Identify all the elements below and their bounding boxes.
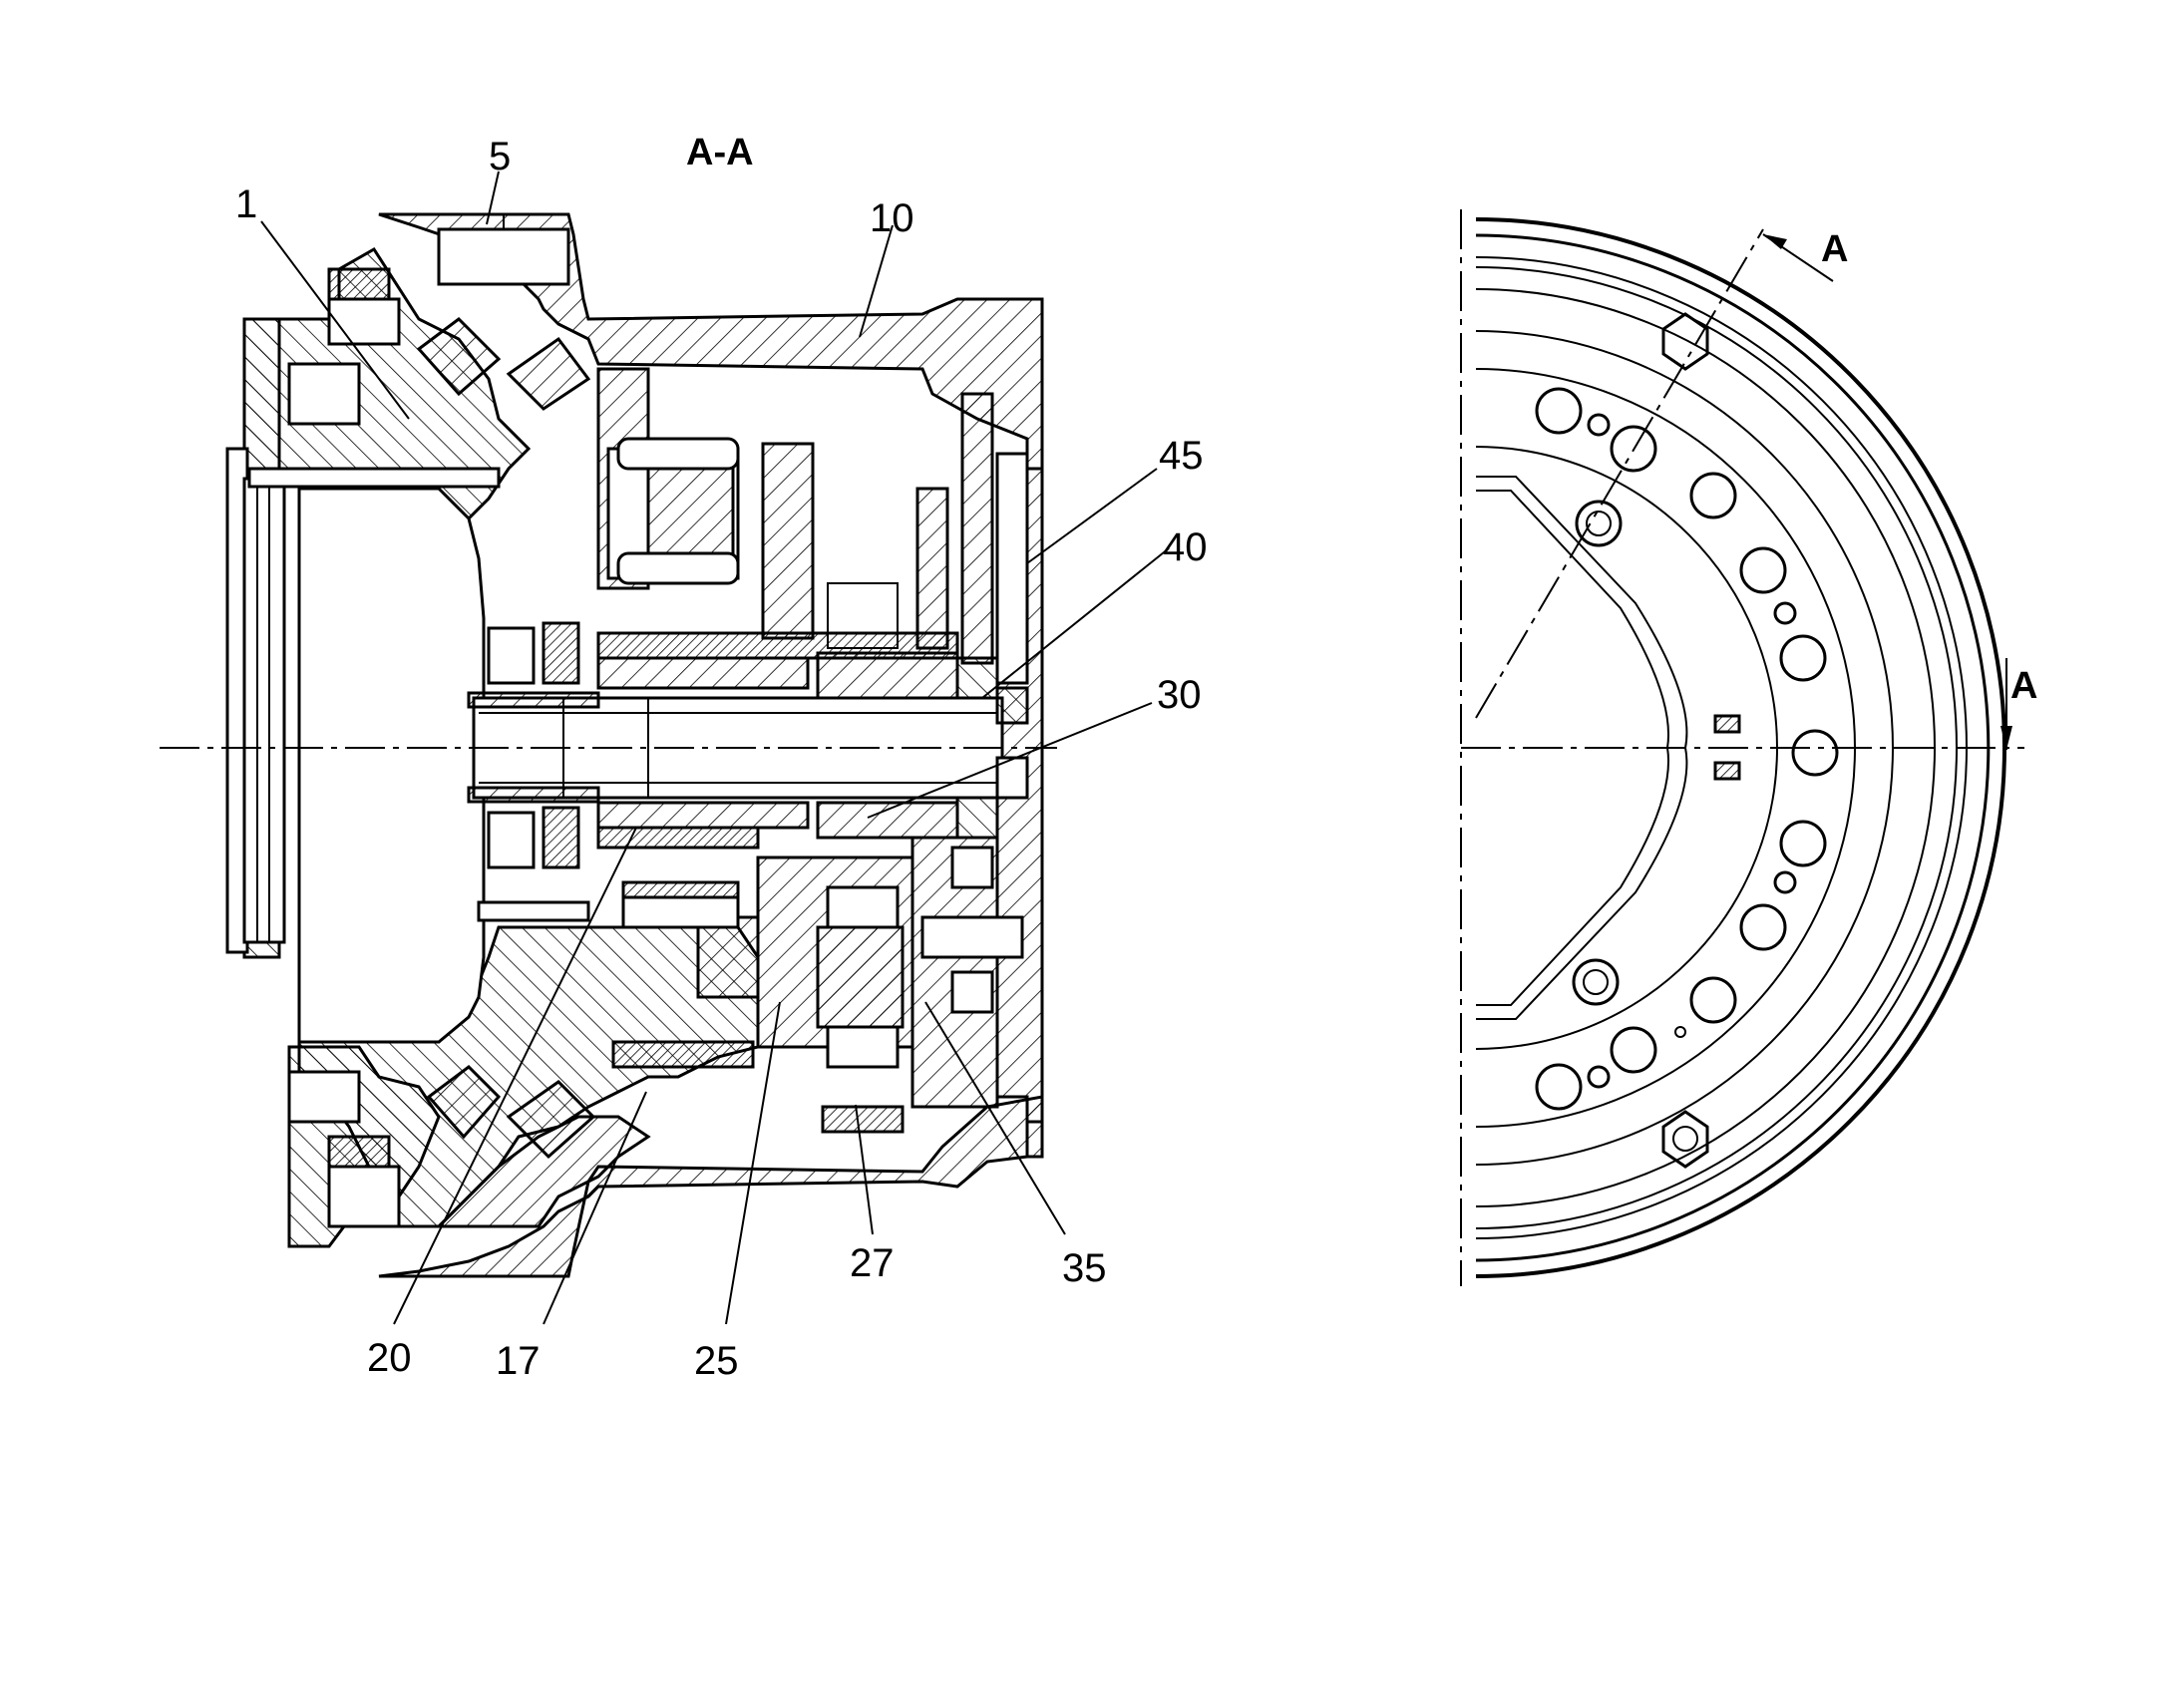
label-part-30: 30 [1157, 673, 1202, 717]
label-part-35: 35 [1062, 1246, 1107, 1290]
leader-lines [260, 171, 1170, 1325]
label-part-40: 40 [1163, 525, 1208, 569]
label-part-20: 20 [367, 1336, 412, 1380]
label-part-27: 27 [850, 1241, 895, 1285]
section-view-a-a [160, 212, 1057, 1278]
label-part-1: 1 [235, 182, 257, 226]
bolt-holes [1535, 387, 1839, 1111]
front-view [1460, 209, 2024, 1286]
cut-label-top: A [1821, 228, 1848, 270]
label-part-25: 25 [694, 1339, 739, 1383]
section-title: A-A [686, 132, 754, 173]
label-part-45: 45 [1159, 434, 1204, 478]
label-part-17: 17 [496, 1339, 541, 1383]
cut-label-right: A [2010, 665, 2037, 707]
label-part-10: 10 [870, 196, 914, 240]
label-part-5: 5 [489, 135, 511, 178]
